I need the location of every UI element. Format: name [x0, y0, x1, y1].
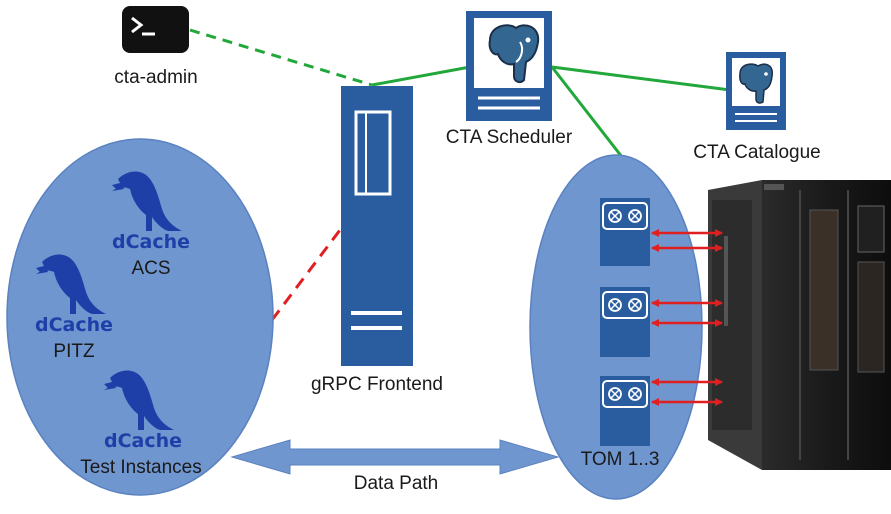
dcache-instance-name: Test Instances	[80, 457, 202, 478]
data-path-label: Data Path	[353, 473, 439, 494]
dcache-instance-name: PITZ	[53, 341, 95, 362]
dcache-bird-icon	[104, 370, 174, 430]
dcache-bird-icon	[112, 171, 182, 231]
link-dcache-frontend	[270, 229, 342, 321]
cta-scheduler-label: CTA Scheduler	[445, 127, 573, 148]
link-admin-frontend	[189, 28, 373, 87]
dcache-logo-text: dCache	[35, 314, 113, 336]
tape-drive-icon	[600, 198, 650, 266]
drive-library-links	[651, 229, 723, 406]
tom-label: TOM 1..3	[580, 449, 660, 470]
server-rack-icon	[341, 86, 413, 366]
dcache-logo-text: dCache	[112, 231, 190, 253]
cta-catalogue-label: CTA Catalogue	[693, 142, 821, 163]
grpc-frontend-label: gRPC Frontend	[310, 374, 444, 395]
tape-drive-icon	[600, 376, 650, 446]
dcache-instance-name: ACS	[131, 258, 171, 279]
tape-drive-icon	[600, 287, 650, 357]
tape-library-icon	[708, 180, 891, 470]
postgresql-elephant-icon	[466, 11, 552, 121]
data-path-arrow	[230, 439, 560, 475]
cta-admin-label: cta-admin	[114, 67, 198, 88]
dcache-cluster	[6, 138, 274, 496]
dcache-bird-icon	[36, 254, 106, 314]
link-scheduler-catalogue	[551, 65, 731, 92]
connections	[189, 28, 731, 321]
postgresql-elephant-icon	[726, 52, 786, 130]
terminal-icon	[122, 6, 189, 53]
dcache-logo-text: dCache	[104, 430, 182, 452]
link-scheduler-tom	[550, 66, 624, 158]
dcache-ellipse	[6, 138, 274, 496]
link-frontend-scheduler	[371, 65, 471, 87]
